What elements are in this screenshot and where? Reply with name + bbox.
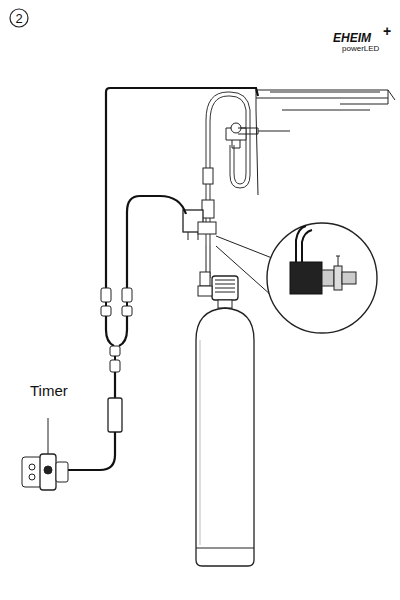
- timer-label: Timer: [30, 383, 68, 398]
- logo-plus: +: [383, 24, 391, 38]
- product-name: powerLED: [342, 45, 379, 53]
- step-number: 2: [15, 12, 22, 25]
- brand-logo: EHEIM: [333, 32, 371, 44]
